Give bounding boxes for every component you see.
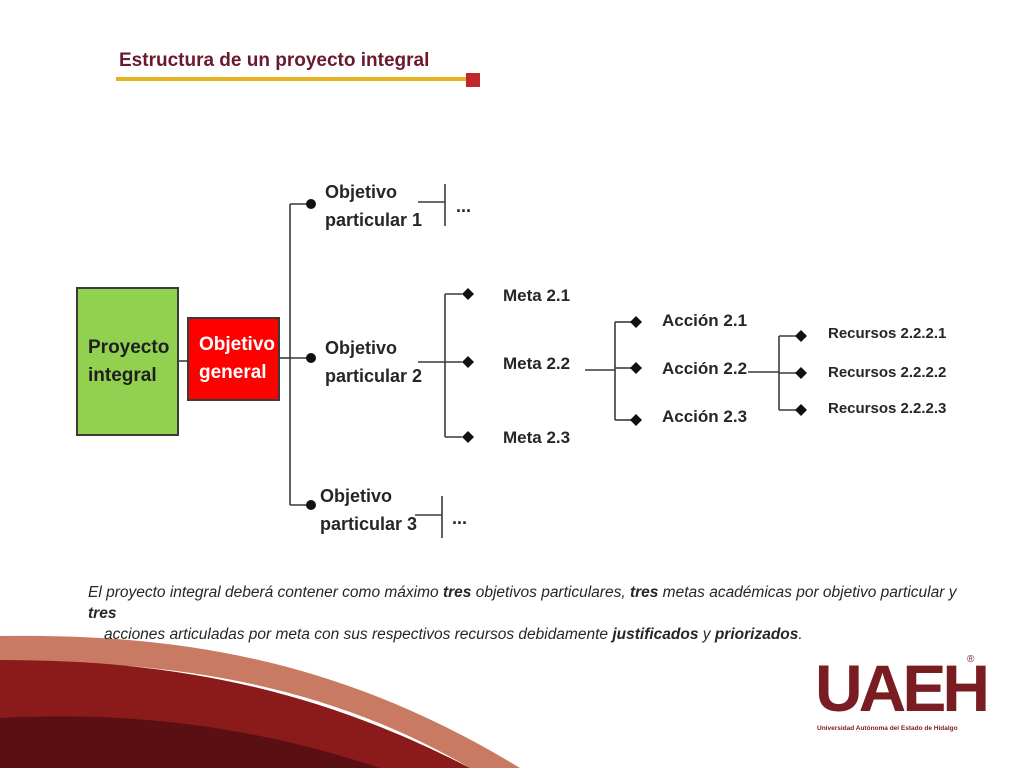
action-node-2-2: Acción 2.2 bbox=[662, 359, 748, 378]
caption-text: acciones articuladas por meta con sus re… bbox=[104, 626, 613, 643]
logo-subtitle: Universidad Autónoma del Estado de Hidal… bbox=[817, 725, 958, 732]
root-node-label: Proyecto integral bbox=[88, 336, 170, 386]
objective-node-2: Objetivo particular 2 bbox=[325, 338, 423, 386]
continuation-ellipsis-1: ... bbox=[456, 196, 472, 216]
caption-emphasis: tres bbox=[442, 584, 472, 601]
caption-text: objetivos particulares, bbox=[471, 584, 630, 601]
general-objective-box: Objetivo general bbox=[187, 317, 280, 401]
caption-text: El proyecto integral deberá contener com… bbox=[88, 584, 443, 601]
title-underline bbox=[116, 77, 466, 81]
caption-emphasis: tres bbox=[88, 605, 117, 622]
objective-node-3: Objetivo particular 3 bbox=[320, 486, 418, 534]
resource-node-3: Recursos 2.2.2.3 bbox=[828, 400, 947, 417]
resource-node-1: Recursos 2.2.2.1 bbox=[828, 325, 947, 342]
registered-mark: ® bbox=[967, 654, 975, 665]
caption-line-1: El proyecto integral deberá contener com… bbox=[88, 582, 988, 624]
footnote-caption: El proyecto integral deberá contener com… bbox=[88, 582, 988, 645]
caption-line-2: acciones articuladas por meta con sus re… bbox=[88, 624, 988, 645]
caption-text: metas académicas por objetivo particular… bbox=[658, 584, 957, 601]
general-objective-label: Objetivo general bbox=[199, 334, 276, 383]
caption-emphasis: justificados bbox=[612, 626, 699, 643]
logo-wordmark: UAEH bbox=[815, 651, 990, 725]
title-accent-square bbox=[466, 73, 480, 87]
caption-emphasis: tres bbox=[629, 584, 659, 601]
root-node-box: Proyecto integral bbox=[76, 287, 179, 436]
goal-node-2-1: Meta 2.1 bbox=[503, 286, 571, 305]
caption-text: y bbox=[698, 626, 715, 643]
action-node-2-1: Acción 2.1 bbox=[662, 311, 748, 330]
caption-text: . bbox=[798, 626, 803, 643]
continuation-ellipsis-3: ... bbox=[452, 508, 468, 528]
goal-node-2-3: Meta 2.3 bbox=[503, 428, 571, 447]
slide-title: Estructura de un proyecto integral bbox=[119, 50, 430, 71]
resource-node-2: Recursos 2.2.2.2 bbox=[828, 364, 947, 381]
objective-node-1: Objetivo particular 1 bbox=[325, 182, 423, 230]
action-node-2-3: Acción 2.3 bbox=[662, 407, 748, 426]
uaeh-logo: UAEH ® Universidad Autónoma del Estado d… bbox=[815, 654, 990, 740]
caption-emphasis: priorizados bbox=[714, 626, 799, 643]
goal-node-2-2: Meta 2.2 bbox=[503, 354, 571, 373]
